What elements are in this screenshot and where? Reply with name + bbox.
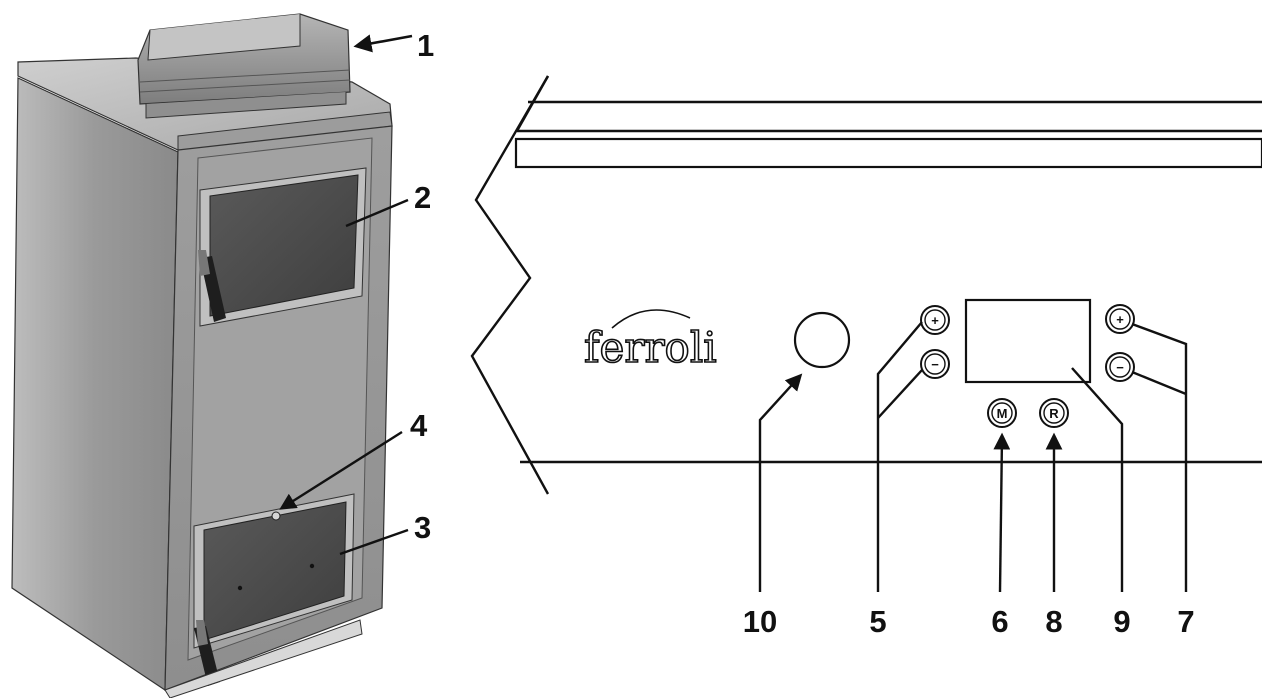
lower-door	[193, 493, 355, 686]
svg-text:+: +	[1116, 312, 1124, 327]
upper-door	[198, 167, 367, 327]
callout-9: 9	[1113, 604, 1130, 639]
svg-text:R: R	[1049, 406, 1059, 421]
panel-leader-lines	[758, 321, 1188, 593]
callout-8: 8	[1045, 604, 1062, 639]
svg-text:M: M	[997, 406, 1008, 421]
callout-2: 2	[414, 180, 431, 215]
boiler-illustration	[11, 13, 393, 698]
callout-7: 7	[1177, 604, 1194, 639]
left-plus-button[interactable]: +	[920, 305, 950, 335]
svg-text:−: −	[1116, 360, 1124, 375]
panel-callouts: 10 5 6 8 9 7	[743, 604, 1195, 639]
svg-text:−: −	[931, 357, 939, 372]
callout-5: 5	[869, 604, 886, 639]
right-minus-button[interactable]: −	[1105, 352, 1135, 382]
svg-text:+: +	[931, 313, 939, 328]
brand-logo: ferroli	[584, 323, 717, 372]
flue-hood	[137, 13, 351, 119]
callout-1: 1	[417, 28, 434, 63]
callout-3: 3	[414, 510, 431, 545]
left-minus-button[interactable]: −	[920, 349, 950, 379]
brand-swoosh	[611, 309, 691, 329]
callout-10: 10	[743, 604, 777, 639]
control-panel	[470, 75, 1262, 495]
boiler-callouts: 1 2 4 3	[279, 28, 434, 556]
main-switch[interactable]	[793, 311, 851, 369]
ash-plinth	[164, 619, 363, 698]
right-plus-button[interactable]: +	[1105, 304, 1135, 334]
air-regulator-knob	[271, 511, 281, 521]
mode-button[interactable]: M	[987, 398, 1017, 428]
lcd-display	[964, 298, 1092, 384]
callout-4: 4	[410, 408, 428, 443]
callout-6: 6	[991, 604, 1008, 639]
reset-button[interactable]: R	[1039, 398, 1069, 428]
boiler-side-panel	[11, 77, 179, 692]
